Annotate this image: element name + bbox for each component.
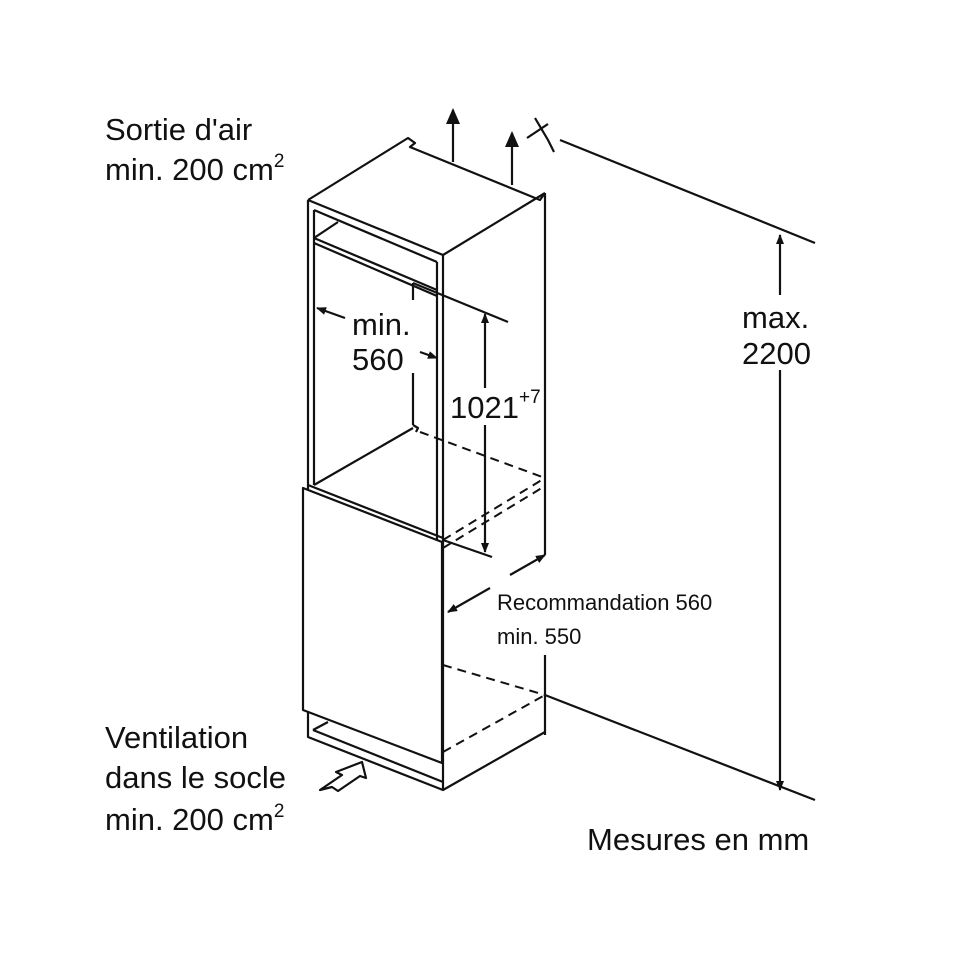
niche-width-value: 560: [352, 342, 404, 377]
niche-height-tolerance: +7: [519, 387, 541, 408]
ventilation-area-value: min. 200 cm: [105, 802, 274, 837]
hidden-lines: [419, 431, 546, 753]
niche-width-dimension: [316, 306, 438, 360]
ventilation-area-exponent: 2: [274, 801, 285, 822]
air-outlet-label: Sortie d'air: [105, 112, 252, 147]
ventilation-label: Ventilation: [105, 720, 248, 755]
air-outlet-area-exponent: 2: [274, 151, 285, 172]
ventilation-location: dans le socle: [105, 760, 286, 795]
depth-dimension: [447, 554, 546, 613]
niche-height-label: 1021+7: [450, 387, 541, 425]
niche-height-value: 1021: [450, 390, 519, 425]
max-height-dimension: [544, 138, 816, 802]
cabinet-outline: [301, 136, 547, 792]
max-height-label: max.: [742, 300, 809, 335]
air-outlet-arrows-icon: [446, 108, 555, 185]
max-height-value: 2200: [742, 336, 811, 371]
air-outlet-area: min. 200 cm2: [105, 151, 284, 187]
ventilation-area: min. 200 cm2: [105, 801, 284, 837]
units-note: Mesures en mm: [587, 822, 809, 857]
niche-width-label: min.: [352, 307, 411, 342]
depth-minimum: min. 550: [497, 624, 581, 649]
air-outlet-area-value: min. 200 cm: [105, 152, 274, 187]
ventilation-arrow-icon: [318, 760, 368, 793]
niche-height-dimension: [412, 281, 509, 559]
depth-recommended: Recommandation 560: [497, 590, 712, 615]
